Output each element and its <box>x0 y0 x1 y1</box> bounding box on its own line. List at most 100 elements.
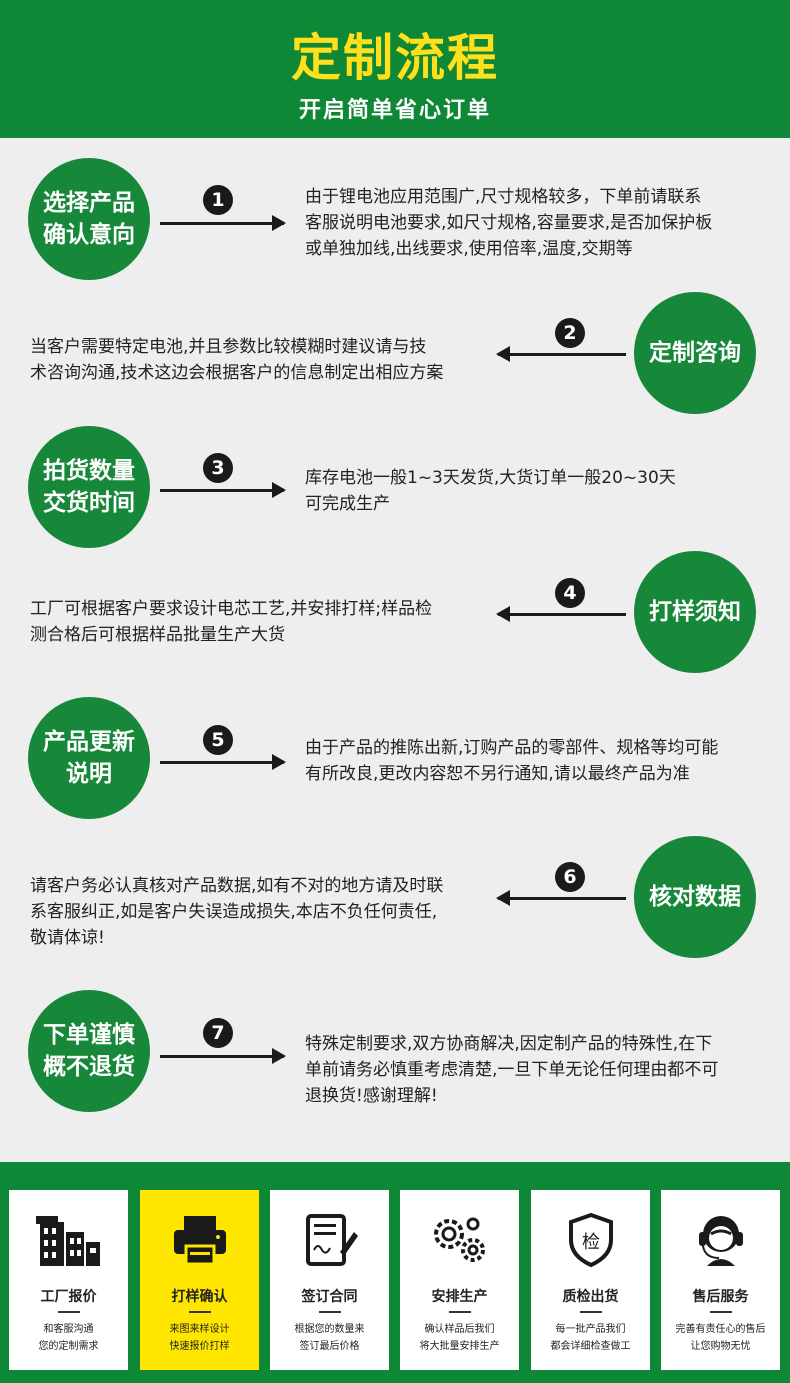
card-desc-line: 来图来样设计 <box>169 1324 230 1335</box>
page-header: 定制流程 开启简单省心订单 <box>0 0 790 138</box>
desc-line: 或单独加线,出线要求,使用倍率,温度,交期等 <box>305 239 633 259</box>
step-3-number: 3 <box>203 453 233 483</box>
desc-line: 退换货!感谢理解! <box>305 1086 438 1106</box>
building-icon <box>9 1210 128 1270</box>
card-desc-line: 和客服沟通 <box>43 1324 94 1335</box>
step-7-label-line2: 概不退货 <box>43 1054 135 1080</box>
step-3-description: 库存电池一般1~3天发货,大货订单一般20~30天 可完成生产 <box>305 465 676 517</box>
card-title: 售后服务 <box>692 1289 749 1305</box>
card-desc-line: 您的定制需求 <box>38 1341 99 1352</box>
headset-service-icon <box>661 1210 780 1270</box>
step-1-number: 1 <box>203 185 233 215</box>
divider <box>319 1311 341 1313</box>
step-3-label-line2: 交货时间 <box>43 490 135 516</box>
desc-line: 由于锂电池应用范围广,尺寸规格较多，下单前请联系 <box>305 187 702 207</box>
desc-line: 请客户务必认真核对产品数据,如有不对的地方请及时联 <box>30 876 444 896</box>
step-6-description: 请客户务必认真核对产品数据,如有不对的地方请及时联 系客服纠正,如是客户失误造成… <box>30 873 443 951</box>
card-desc-line: 根据您的数量来 <box>294 1324 365 1335</box>
desc-line: 测合格后可根据样品批量生产大货 <box>30 625 285 645</box>
card-description: 每一批产品我们 都会详细检查做工 <box>533 1321 648 1355</box>
divider <box>58 1311 80 1313</box>
card-title: 签订合同 <box>301 1289 358 1305</box>
step-5-circle: 产品更新 说明 <box>28 697 150 819</box>
card-description: 来图来样设计 快速报价打样 <box>142 1321 257 1355</box>
step-7-label-line1: 下单谨慎 <box>43 1022 135 1048</box>
divider <box>189 1311 211 1313</box>
desc-line: 当客户需要特定电池,并且参数比较模糊时建议请与技 <box>30 337 427 357</box>
process-footer: 工厂报价 和客服沟通 您的定制需求 打样确认 来图来样设计 快速报价打样 <box>0 1162 790 1383</box>
card-desc-line: 确认样品后我们 <box>424 1324 495 1335</box>
card-desc-line: 快速报价打样 <box>169 1341 230 1352</box>
page-title: 定制流程 <box>291 29 499 87</box>
card-description: 根据您的数量来 签订最后价格 <box>272 1321 387 1355</box>
right-arrow-icon <box>160 754 286 770</box>
card-desc-line: 签订最后价格 <box>299 1341 360 1352</box>
right-arrow-icon <box>160 482 286 498</box>
desc-line: 特殊定制要求,双方协商解决,因定制产品的特殊性,在下 <box>305 1034 713 1054</box>
step-5-label-line2: 说明 <box>66 761 112 787</box>
card-title: 质检出货 <box>562 1289 619 1305</box>
step-1-label-line1: 选择产品 <box>43 190 135 216</box>
step-3-circle: 拍货数量 交货时间 <box>28 426 150 548</box>
card-title: 工厂报价 <box>40 1289 97 1305</box>
step-6-circle: 核对数据 <box>634 836 756 958</box>
step-4-number: 4 <box>555 578 585 608</box>
divider <box>580 1311 602 1313</box>
card-desc-line: 完善有责任心的售后 <box>675 1324 766 1335</box>
card-description: 确认样品后我们 将大批量安排生产 <box>402 1321 517 1355</box>
step-5-number: 5 <box>203 725 233 755</box>
card-after-sales: 售后服务 完善有责任心的售后 让您购物无忧 <box>661 1190 780 1370</box>
card-factory-quote: 工厂报价 和客服沟通 您的定制需求 <box>9 1190 128 1370</box>
right-arrow-icon <box>160 1048 286 1064</box>
desc-line: 有所改良,更改内容恕不另行通知,请以最终产品为准 <box>305 764 690 784</box>
step-1-label-line2: 确认意向 <box>43 222 135 248</box>
left-arrow-icon <box>496 890 626 906</box>
inspect-char: 检 <box>582 1232 600 1253</box>
step-1-circle: 选择产品 确认意向 <box>28 158 150 280</box>
desc-line: 工厂可根据客户要求设计电芯工艺,并安排打样;样品检 <box>30 599 433 619</box>
desc-line: 库存电池一般1~3天发货,大货订单一般20~30天 <box>305 468 676 488</box>
step-5-description: 由于产品的推陈出新,订购产品的零部件、规格等均可能 有所改良,更改内容恕不另行通… <box>305 735 718 787</box>
step-5-label-line1: 产品更新 <box>43 729 135 755</box>
card-inspection-shipping: 检 质检出货 每一批产品我们 都会详细检查做工 <box>531 1190 650 1370</box>
divider <box>710 1311 732 1313</box>
card-description: 和客服沟通 您的定制需求 <box>11 1321 126 1355</box>
left-arrow-icon <box>496 606 626 622</box>
step-2-circle: 定制咨询 <box>634 292 756 414</box>
page-subtitle: 开启简单省心订单 <box>298 98 491 123</box>
card-desc-line: 每一批产品我们 <box>555 1324 626 1335</box>
desc-line: 系客服纠正,如是客户失误造成损失,本店不负任何责任, <box>30 902 438 922</box>
step-3-label-line1: 拍货数量 <box>43 458 135 484</box>
step-7-number: 7 <box>203 1018 233 1048</box>
desc-line: 术咨询沟通,技术这边会根据客户的信息制定出相应方案 <box>30 363 444 383</box>
card-sample-confirm: 打样确认 来图来样设计 快速报价打样 <box>140 1190 259 1370</box>
contract-icon <box>270 1210 389 1270</box>
card-description: 完善有责任心的售后 让您购物无忧 <box>663 1321 778 1355</box>
card-desc-line: 都会详细检查做工 <box>550 1341 631 1352</box>
step-2-description: 当客户需要特定电池,并且参数比较模糊时建议请与技 术咨询沟通,技术这边会根据客户… <box>30 334 443 386</box>
desc-line: 敬请体谅! <box>30 928 105 948</box>
desc-line: 单前请务必慎重考虑清楚,一旦下单无论任何理由都不可 <box>305 1060 719 1080</box>
card-title: 打样确认 <box>171 1289 228 1305</box>
step-6-number: 6 <box>555 862 585 892</box>
gears-icon <box>400 1210 519 1270</box>
step-7-description: 特殊定制要求,双方协商解决,因定制产品的特殊性,在下 单前请务必慎重考虑清楚,一… <box>305 1031 718 1109</box>
desc-line: 由于产品的推陈出新,订购产品的零部件、规格等均可能 <box>305 738 719 758</box>
card-desc-line: 将大批量安排生产 <box>419 1341 500 1352</box>
desc-line: 客服说明电池要求,如尺寸规格,容量要求,是否加保护板 <box>305 213 713 233</box>
step-4-description: 工厂可根据客户要求设计电芯工艺,并安排打样;样品检 测合格后可根据样品批量生产大… <box>30 596 432 648</box>
desc-line: 可完成生产 <box>305 494 390 514</box>
step-4-circle: 打样须知 <box>634 551 756 673</box>
right-arrow-icon <box>160 215 286 231</box>
step-7-circle: 下单谨慎 概不退货 <box>28 990 150 1112</box>
card-desc-line: 让您购物无忧 <box>690 1341 751 1352</box>
step-2-label-line1: 定制咨询 <box>649 340 741 366</box>
step-2-number: 2 <box>555 318 585 348</box>
left-arrow-icon <box>496 346 626 362</box>
card-title: 安排生产 <box>431 1289 488 1305</box>
printer-icon <box>140 1210 259 1270</box>
card-sign-contract: 签订合同 根据您的数量来 签订最后价格 <box>270 1190 389 1370</box>
step-6-label-line1: 核对数据 <box>649 884 741 910</box>
step-1-description: 由于锂电池应用范围广,尺寸规格较多，下单前请联系 客服说明电池要求,如尺寸规格,… <box>305 184 712 262</box>
inspection-shield-icon: 检 <box>531 1210 650 1270</box>
